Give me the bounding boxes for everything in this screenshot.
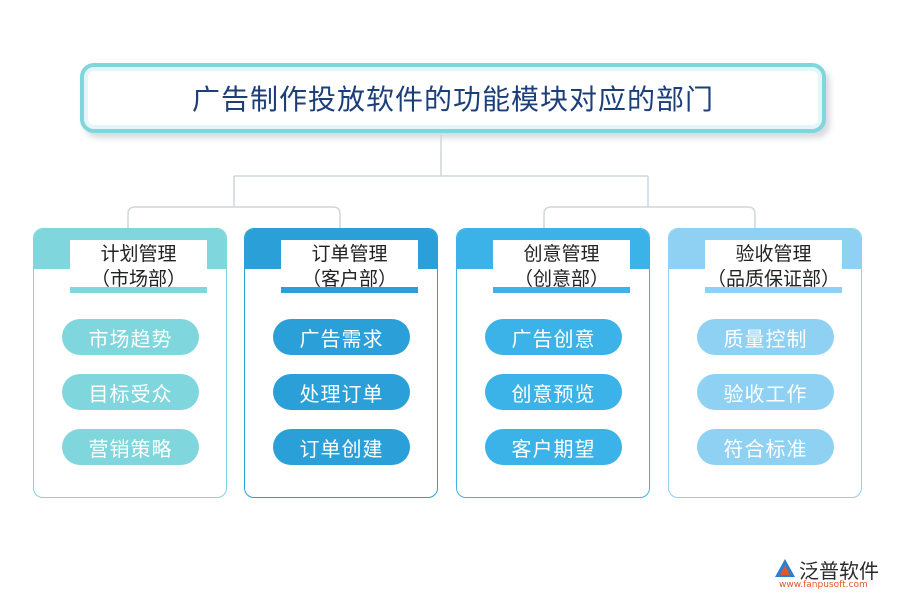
function-pill: 营销策略 — [62, 429, 199, 465]
module-name: 订单管理 — [311, 242, 388, 265]
module-label: 计划管理 （市场部） — [70, 240, 207, 293]
module-card-orders: 订单管理 （客户部） 广告需求 处理订单 订单创建 — [244, 228, 438, 498]
module-department: （客户部） — [301, 267, 397, 290]
function-pill: 质量控制 — [697, 319, 834, 355]
module-department: （市场部） — [90, 267, 186, 290]
function-pill: 广告需求 — [273, 319, 410, 355]
function-pill: 处理订单 — [273, 374, 410, 410]
module-label: 订单管理 （客户部） — [281, 240, 418, 293]
diagram-title: 广告制作投放软件的功能模块对应的部门 — [191, 83, 714, 116]
logo-name: 泛普软件 — [799, 559, 879, 583]
module-card-planning: 计划管理 （市场部） 市场趋势 目标受众 营销策略 — [33, 228, 227, 498]
label-underline — [281, 287, 418, 293]
connector-right-bracket — [543, 206, 756, 228]
module-card-creative: 创意管理 （创意部） 广告创意 创意预览 客户期望 — [456, 228, 650, 498]
function-pill: 目标受众 — [62, 374, 199, 410]
function-pill: 订单创建 — [273, 429, 410, 465]
function-pill: 广告创意 — [485, 319, 622, 355]
diagram-title-box: 广告制作投放软件的功能模块对应的部门 — [80, 63, 826, 133]
module-name: 创意管理 — [523, 242, 600, 265]
module-name: 计划管理 — [100, 242, 177, 265]
module-name: 验收管理 — [735, 242, 812, 265]
function-pill: 符合标准 — [697, 429, 834, 465]
label-underline — [493, 287, 630, 293]
module-department: （品质保证部） — [706, 267, 840, 290]
function-pill: 验收工作 — [697, 374, 834, 410]
connector-left-bracket — [127, 206, 341, 228]
module-card-acceptance: 验收管理 （品质保证部） 质量控制 验收工作 符合标准 — [668, 228, 862, 498]
label-underline — [705, 287, 842, 293]
module-label: 验收管理 （品质保证部） — [705, 240, 842, 293]
function-pill: 创意预览 — [485, 374, 622, 410]
function-pill: 市场趋势 — [62, 319, 199, 355]
logo-url: www.fanpusoft.com — [779, 580, 868, 590]
fanpu-logo: 泛普软件 www.fanpusoft.com — [773, 555, 893, 595]
module-department: （创意部） — [513, 267, 609, 290]
label-underline — [70, 287, 207, 293]
module-label: 创意管理 （创意部） — [493, 240, 630, 293]
fanpu-logo-icon — [775, 559, 795, 577]
function-pill: 客户期望 — [485, 429, 622, 465]
